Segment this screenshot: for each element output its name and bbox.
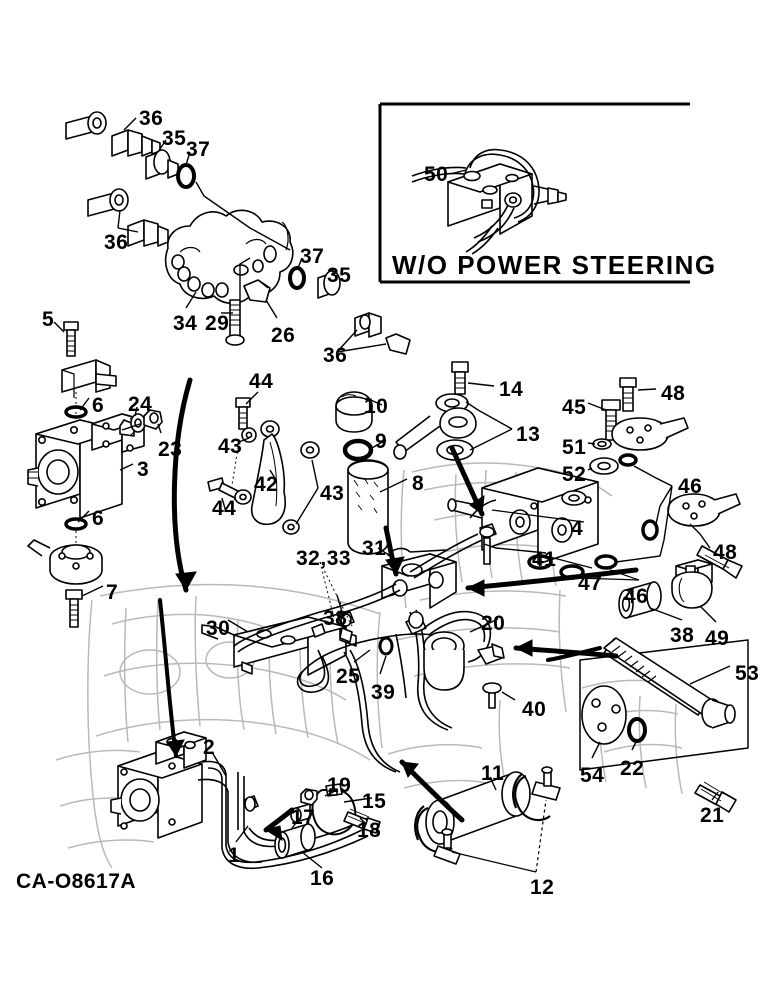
assembly-arrows [158,377,639,841]
callout-47: 47 [578,572,603,595]
callout-22: 22 [620,757,645,780]
callout-46: 46 [678,475,703,498]
callout-6: 6 [92,507,105,530]
pump-exploded [27,321,163,628]
callout-42: 42 [254,473,279,496]
callout-36: 36 [139,107,164,130]
callout-2: 2 [203,736,216,759]
callout-18: 18 [357,819,382,842]
callout-31: 31 [362,537,387,560]
callout-38: 38 [670,624,695,647]
reference-code: CA-O8617A [16,870,137,893]
leader-lines-bracket [221,391,319,525]
control-valve-assembly [65,111,411,355]
callout-8: 8 [412,472,425,495]
callout-26: 26 [271,324,296,347]
callout-23: 23 [158,438,183,461]
callout-36: 36 [104,231,129,254]
callout-43: 43 [218,435,243,458]
callout-38: 38 [323,607,348,630]
leader-lines-bottom-left [211,751,249,843]
callout-11: 11 [481,762,505,785]
callout-41: 41 [532,548,557,571]
callout-9: 9 [375,430,388,453]
leader-lines-top [117,117,387,353]
inset-box [378,102,690,284]
callout-14: 14 [499,378,524,401]
callout-50: 50 [424,163,449,186]
filter-assembly [335,391,389,555]
leader-lines-shaft [591,665,731,801]
callout-48: 48 [661,382,686,405]
shaft-assembly [581,637,737,813]
callout-54: 54 [580,764,605,787]
callout-7: 7 [106,581,119,604]
callout-36: 36 [323,344,348,367]
banjo-fitting [393,361,477,461]
callout-45: 45 [562,396,587,419]
leader-lines-hose [291,776,547,873]
callout-35: 35 [327,264,352,287]
callout-48: 48 [713,541,738,564]
leader-line-50 [449,169,467,175]
callout-25: 25 [336,665,361,688]
callout-51: 51 [562,436,587,459]
callout-19: 19 [327,774,352,797]
callout-46: 46 [624,585,649,608]
callout-43: 43 [320,482,345,505]
callout-12: 12 [530,876,555,899]
callout-35: 35 [162,127,187,150]
callout-37: 37 [300,245,325,268]
bracket-and-hardware [207,397,320,535]
callout-37: 37 [186,138,211,161]
callout-53: 53 [735,662,760,685]
inset-valve-50 [411,148,567,255]
callout-30: 30 [206,617,231,640]
callout-4: 4 [571,517,584,540]
callout-15: 15 [362,790,387,813]
callout-13: 13 [516,423,541,446]
callout-34: 34 [173,312,198,335]
callout-32-33: 32,33 [296,547,352,570]
callout-52: 52 [562,463,587,486]
callout-16: 16 [310,867,335,890]
callout-44: 44 [249,370,274,393]
inset-caption: W/O POWER STEERING [392,250,717,280]
callout-29: 29 [205,312,230,335]
callout-40: 40 [522,698,547,721]
leader-lines-filter [365,397,408,493]
valve-block-4 [447,377,743,619]
callout-49: 49 [705,627,730,650]
callout-6: 6 [92,394,105,417]
shaft-inset [579,639,749,771]
callout-5: 5 [42,308,55,331]
callout-10: 10 [364,395,389,418]
callout-3: 3 [137,458,150,481]
leader-lines-pump [53,321,162,597]
callout-20: 20 [481,612,506,635]
callout-39: 39 [371,681,396,704]
leader-lines-banjo [465,382,513,451]
callout-1: 1 [228,844,241,867]
callout-17: 17 [291,806,316,829]
callout-24: 24 [128,393,153,416]
callout-44: 44 [212,497,237,520]
callout-21: 21 [700,804,725,827]
hose-clamps [274,766,561,865]
